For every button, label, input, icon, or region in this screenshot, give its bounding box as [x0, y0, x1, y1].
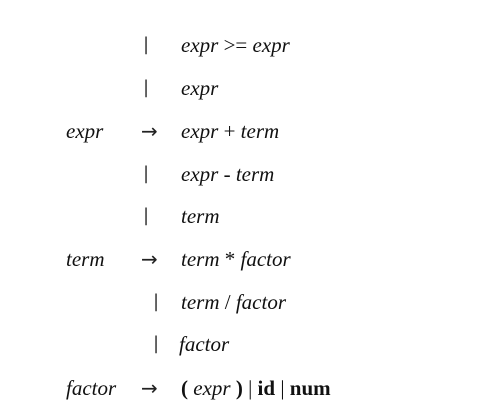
production-row: expr → expr + term — [0, 116, 496, 146]
nonterminal: factor — [179, 332, 230, 356]
nonterminal: expr — [252, 33, 290, 57]
alternative-bar: | — [143, 77, 150, 98]
nonterminal-lhs: expr — [66, 119, 104, 143]
alternative-bar: | — [242, 376, 258, 400]
nonterminal: expr — [181, 119, 219, 143]
derives-arrow: → — [141, 119, 158, 143]
nonterminal: term — [181, 204, 220, 228]
production-row: | expr — [0, 73, 496, 103]
production-row: | expr >= expr — [0, 30, 496, 60]
production-row: | term — [0, 201, 496, 231]
production-row: | expr - term — [0, 159, 496, 189]
alternative-bar: | — [143, 205, 150, 226]
nonterminal: factor — [235, 290, 287, 314]
production-body: term * factor — [181, 244, 291, 274]
derives-arrow: → — [141, 376, 158, 400]
production-row: | term / factor — [0, 287, 496, 317]
nonterminal: expr — [181, 76, 219, 100]
production-body: expr — [181, 73, 218, 103]
terminal-num: num — [289, 376, 331, 400]
alternative-bar: | — [275, 376, 290, 400]
close-paren: ) — [230, 376, 243, 400]
production-row: | factor — [0, 329, 496, 359]
open-paren: ( — [181, 376, 194, 400]
nonterminal: term — [240, 119, 280, 143]
nonterminal: term — [181, 247, 220, 271]
production-body: expr + term — [181, 116, 279, 146]
nonterminal: term — [235, 162, 275, 186]
operator-symbol: >= — [218, 33, 253, 57]
operator-symbol: + — [218, 119, 241, 143]
derives-arrow: → — [141, 247, 158, 271]
production-body: term / factor — [181, 287, 286, 317]
production-body: factor — [179, 329, 229, 359]
operator-symbol: * — [219, 247, 241, 271]
operator-symbol: / — [219, 290, 236, 314]
alternative-bar: | — [143, 163, 150, 184]
nonterminal: expr — [193, 376, 231, 400]
production-row: factor → ( expr ) | id | num — [0, 373, 496, 403]
nonterminal: factor — [240, 247, 291, 271]
alternative-bar: | — [153, 291, 160, 312]
nonterminal: expr — [181, 162, 219, 186]
production-body: expr - term — [181, 159, 274, 189]
production-body: ( expr ) | id | num — [181, 373, 331, 403]
nonterminal: term — [181, 290, 220, 314]
nonterminal-lhs: factor — [66, 376, 117, 400]
production-row: term → term * factor — [0, 244, 496, 274]
nonterminal-lhs: term — [66, 247, 105, 271]
production-body: term — [181, 201, 220, 231]
production-body: expr >= expr — [181, 30, 290, 60]
nonterminal: expr — [181, 33, 219, 57]
alternative-bar: | — [153, 333, 160, 354]
alternative-bar: | — [143, 34, 150, 55]
terminal-id: id — [257, 376, 276, 400]
operator-symbol: - — [218, 162, 236, 186]
